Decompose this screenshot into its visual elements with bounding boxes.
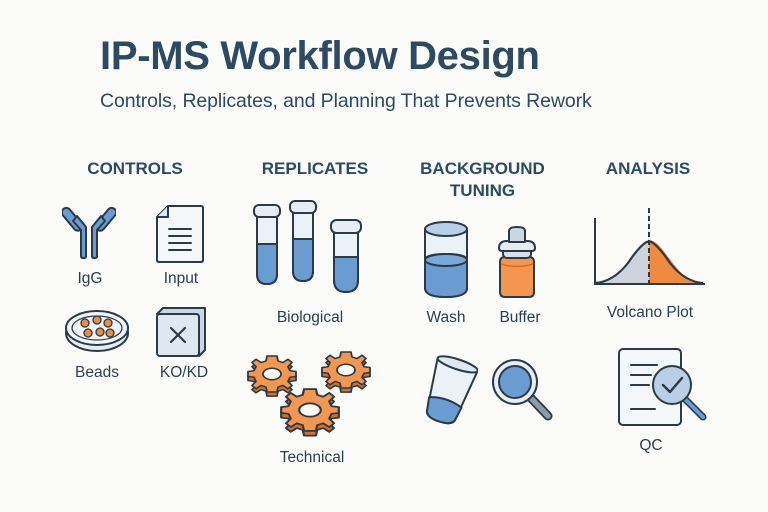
heading-line-1: BACKGROUND (420, 159, 545, 178)
label-beads: Beads (75, 364, 119, 381)
label-input: Input (163, 270, 199, 287)
gears-icon (246, 344, 380, 444)
label-wash: Wash (426, 309, 466, 326)
tilted-cup-icon (420, 355, 478, 427)
volcano-plot-icon (593, 208, 705, 288)
antibody-icon (62, 203, 116, 259)
section-heading-controls: CONTROLS (87, 159, 183, 178)
qc-document-icon[interactable] (617, 347, 711, 427)
label-technical: Technical (279, 449, 345, 466)
section-heading-replicates: REPLICATES (261, 159, 369, 178)
label-igg: IgG (77, 270, 103, 287)
magnifier-icon[interactable] (490, 358, 556, 424)
section-heading-background-tuning: BACKGROUND TUNING (400, 158, 565, 202)
heading-line-2: TUNING (449, 181, 516, 200)
label-biological: Biological (276, 309, 344, 326)
x-box-icon (155, 306, 207, 358)
test-tubes-icon (250, 200, 366, 295)
label-volcano-plot: Volcano Plot (606, 304, 694, 321)
beaker-icon (422, 220, 470, 300)
page-subtitle: Controls, Replicates, and Planning That … (100, 90, 592, 112)
label-ko-kd: KO/KD (159, 364, 209, 381)
section-heading-analysis: ANALYSIS (605, 159, 691, 178)
dropper-bottle-icon (495, 226, 539, 300)
label-qc: QC (639, 437, 663, 454)
bead-dish-icon (64, 308, 130, 354)
page-title: IP-MS Workflow Design (100, 34, 540, 78)
document-icon (155, 204, 205, 264)
label-buffer: Buffer (499, 309, 541, 326)
